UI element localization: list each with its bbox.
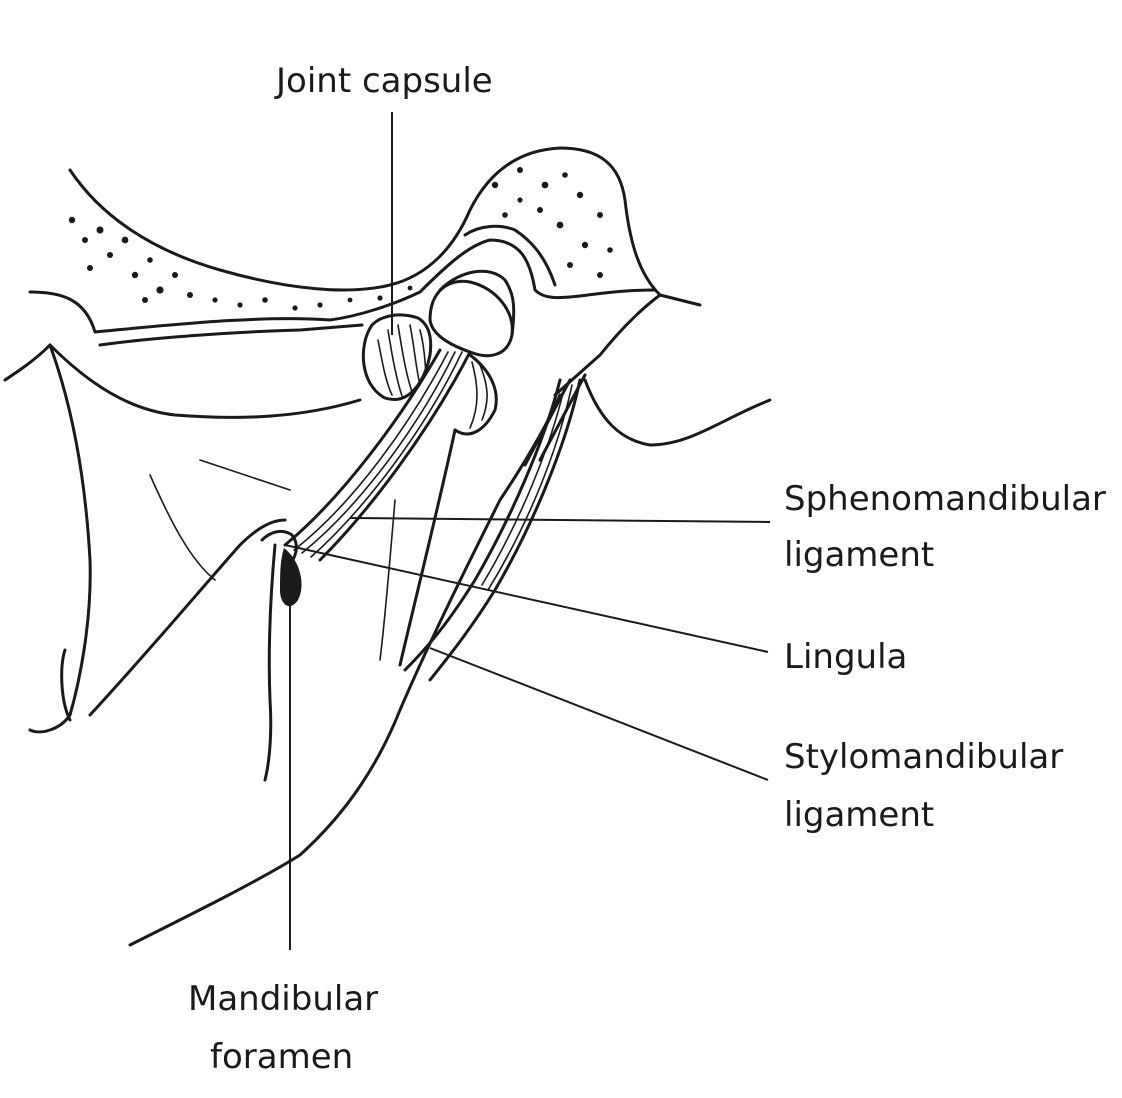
temporal-bone bbox=[28, 146, 702, 347]
label-lingula: Lingula bbox=[784, 637, 907, 677]
label-stylomandibular-line2: ligament bbox=[784, 795, 934, 835]
labels: Joint capsule Sphenomandibular ligament … bbox=[188, 61, 1106, 1077]
stylomandibular-ligament bbox=[403, 373, 587, 682]
label-sphenomandibular-line2: ligament bbox=[784, 535, 934, 575]
label-sphenomandibular-line1: Sphenomandibular bbox=[784, 479, 1106, 519]
leader-lingula bbox=[284, 544, 769, 653]
joint-capsule bbox=[361, 313, 433, 401]
leader-lines bbox=[284, 112, 771, 950]
bone-speckles bbox=[68, 167, 613, 311]
leader-sphenomandibular bbox=[349, 517, 771, 523]
mandible bbox=[3, 293, 772, 947]
lingula bbox=[260, 529, 302, 607]
label-stylomandibular-line1: Stylomandibular bbox=[784, 737, 1063, 777]
leader-stylomandibular bbox=[429, 647, 769, 781]
label-joint-capsule: Joint capsule bbox=[274, 61, 493, 101]
label-mandibular-foramen-line1: Mandibular bbox=[188, 979, 378, 1019]
condylar-band bbox=[398, 353, 498, 667]
condyle bbox=[428, 269, 516, 358]
sphenomandibular-ligament bbox=[283, 348, 472, 562]
label-mandibular-foramen-line2: foramen bbox=[210, 1037, 353, 1077]
